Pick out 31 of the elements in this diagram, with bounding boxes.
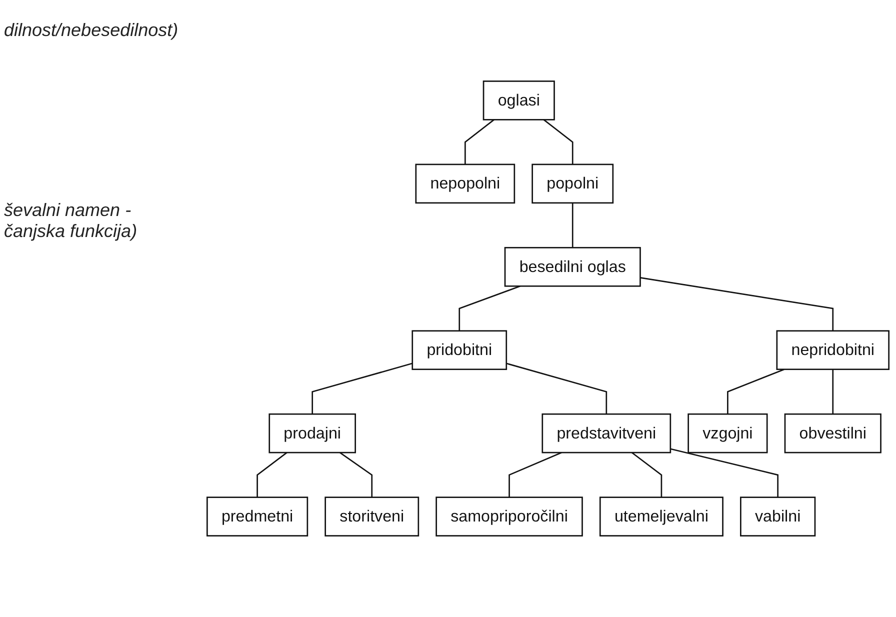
connector (727, 368, 784, 414)
connector (631, 452, 662, 498)
node-box: predmetni (206, 496, 308, 536)
connector (256, 452, 288, 498)
connector (458, 286, 520, 331)
connector (312, 362, 413, 414)
note-text: ševalni namen - čanjska funkcija) (4, 200, 138, 242)
connector (670, 448, 778, 498)
connector (543, 119, 574, 164)
node-box: popolni (532, 164, 614, 204)
node-box: utemeljevalni (599, 496, 724, 536)
node-box: storitveni (324, 496, 420, 536)
node-box: vabilni (740, 496, 816, 536)
node-box: oglasi (482, 80, 555, 120)
node-box: vzgojni (688, 413, 768, 454)
node-box: prodajni (268, 413, 356, 454)
connector (508, 452, 562, 498)
node-box: predstavitveni (542, 413, 672, 454)
connector (572, 202, 574, 248)
node-box: pridobitni (412, 330, 508, 370)
connector (640, 277, 834, 331)
node-box: obvestilni (784, 413, 882, 454)
node-box: nepridobitni (776, 330, 890, 370)
node-box: nepopolni (415, 164, 516, 204)
node-box: besedilni oglas (504, 246, 641, 287)
connector (464, 119, 494, 164)
connector (832, 369, 834, 414)
connector (506, 362, 608, 414)
note-text: dilnost/nebesedilnost) (4, 20, 180, 41)
connector (339, 452, 373, 498)
node-box: samopriporočilni (436, 496, 583, 536)
